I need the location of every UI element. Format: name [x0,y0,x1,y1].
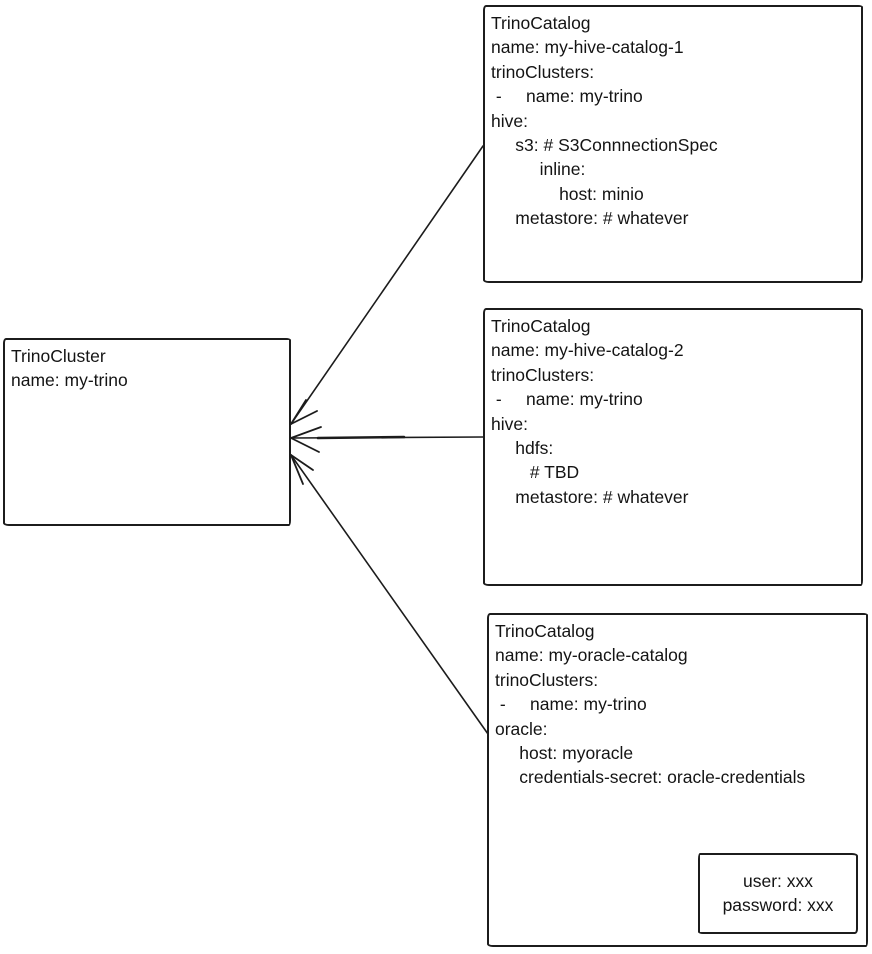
trino-catalog-1-box: TrinoCatalog name: my-hive-catalog-1 tri… [483,5,863,283]
edge-catalog3-to-cluster [290,454,489,735]
trino-catalog-2-text: TrinoCatalog name: my-hive-catalog-2 tri… [491,316,689,507]
edge-catalog1-to-cluster [290,145,484,425]
credentials-secret-box: user: xxx password: xxx [698,853,858,934]
trino-cluster-text: TrinoCluster name: my-trino [11,346,128,391]
trino-catalog-2-box: TrinoCatalog name: my-hive-catalog-2 tri… [483,308,863,586]
trino-catalog-1-text: TrinoCatalog name: my-hive-catalog-1 tri… [491,13,718,229]
credentials-secret-text: user: xxx password: xxx [722,871,834,916]
edge-catalog2-to-cluster [290,426,484,453]
trino-cluster-box: TrinoCluster name: my-trino [3,338,291,526]
trino-catalog-3-text: TrinoCatalog name: my-oracle-catalog tri… [495,621,806,788]
